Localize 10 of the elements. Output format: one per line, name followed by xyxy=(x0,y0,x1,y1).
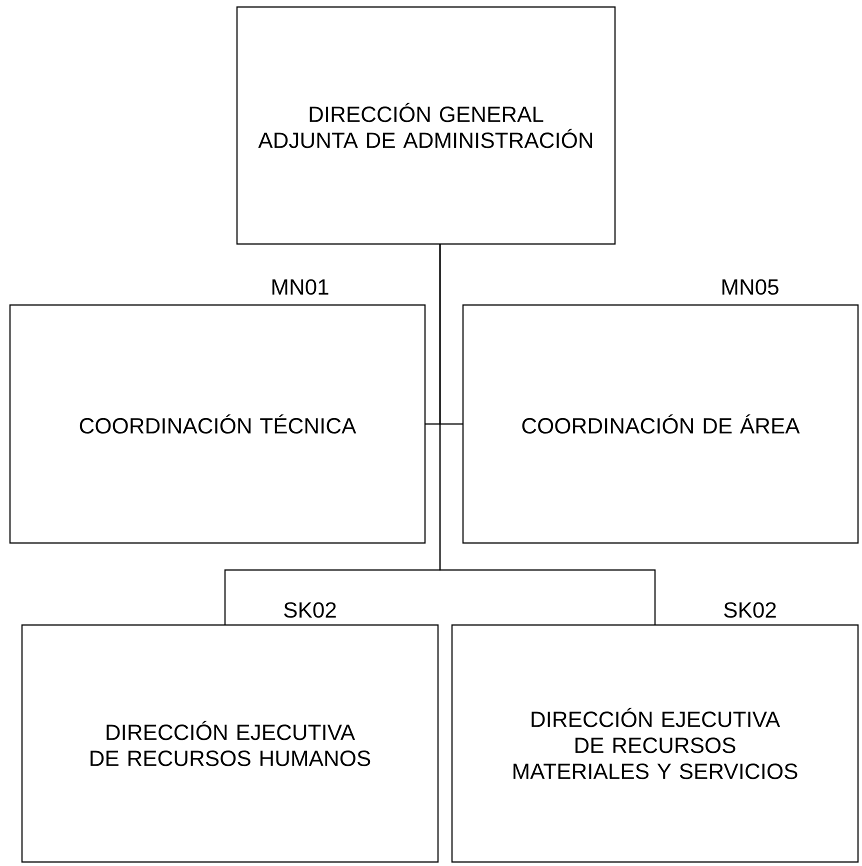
grade-code: SK02 xyxy=(284,602,336,618)
connector-line xyxy=(439,244,656,625)
org-box: COORDINACIÓN TÉCNICA xyxy=(9,304,426,544)
grade-code: MN01 xyxy=(272,279,328,295)
grade-code: SK02 xyxy=(724,602,776,618)
org-box: COORDINACIÓN DE ÁREA xyxy=(462,304,859,544)
grade-code: MN05 xyxy=(722,279,778,295)
org-box: DIRECCIÓN GENERAL ADJUNTA DE ADMINISTRACIÓN xyxy=(236,6,616,245)
org-box: DIRECCIÓN EJECUTIVA DE RECURSOS HUMANOS xyxy=(21,624,439,863)
org-box: DIRECCIÓN EJECUTIVA DE RECURSOS MATERIALES Y SERVICIOS xyxy=(451,624,859,863)
